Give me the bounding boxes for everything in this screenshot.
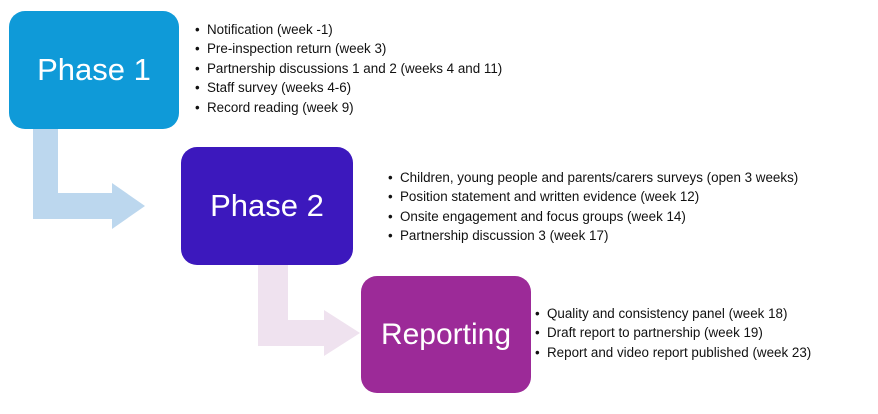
reporting-box: Reporting [361, 276, 531, 393]
phase-2-title: Phase 2 [210, 188, 324, 223]
phase-2-box: Phase 2 [181, 147, 353, 265]
list-item: Partnership discussion 3 (week 17) [388, 226, 798, 246]
phase-2-items: Children, young people and parents/carer… [388, 168, 798, 246]
list-item: Quality and consistency panel (week 18) [535, 304, 811, 324]
list-item: Record reading (week 9) [195, 98, 502, 118]
list-item: Pre-inspection return (week 3) [195, 39, 502, 59]
list-item: Children, young people and parents/carer… [388, 168, 798, 188]
reporting-items: Quality and consistency panel (week 18) … [535, 304, 811, 363]
list-item: Onsite engagement and focus groups (week… [388, 207, 798, 227]
phase-1-title: Phase 1 [37, 52, 151, 87]
list-item: Position statement and written evidence … [388, 187, 798, 207]
phase-1-items: Notification (week -1) Pre-inspection re… [195, 20, 502, 117]
bent-arrow-phase2-to-reporting [258, 265, 360, 356]
bent-arrow-phase1-to-phase2 [33, 129, 145, 229]
list-item: Notification (week -1) [195, 20, 502, 40]
reporting-title: Reporting [380, 317, 512, 351]
phase-1-box: Phase 1 [9, 11, 179, 129]
list-item: Staff survey (weeks 4-6) [195, 78, 502, 98]
list-item: Partnership discussions 1 and 2 (weeks 4… [195, 59, 502, 79]
list-item: Report and video report published (week … [535, 343, 811, 363]
list-item: Draft report to partnership (week 19) [535, 323, 811, 343]
